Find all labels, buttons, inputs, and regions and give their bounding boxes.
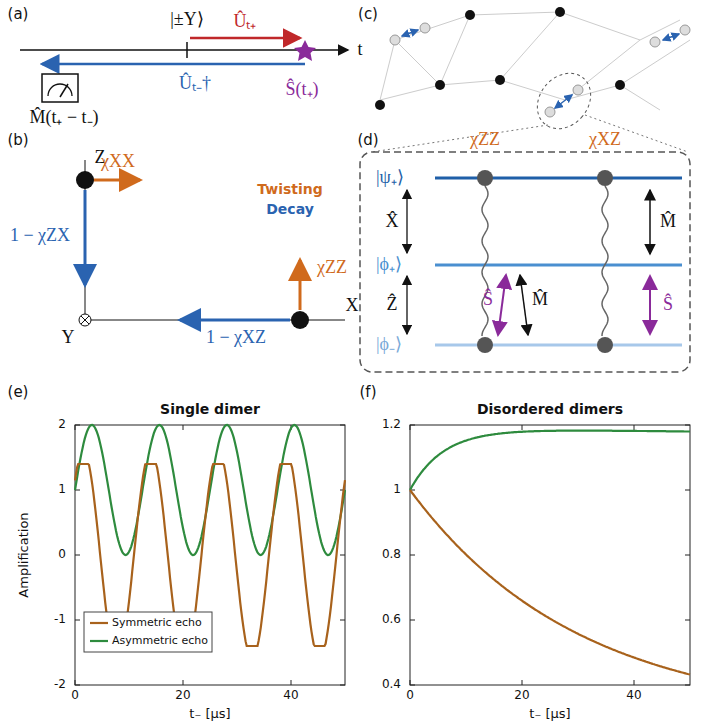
operator-label: Ŝ [663, 295, 673, 315]
legend-entry: Asymmetric echo [112, 635, 208, 647]
rate-label: χXX [101, 152, 135, 172]
rate-label: 1 − χZX [10, 226, 70, 246]
operator-label: Ẑ [387, 295, 398, 315]
tick-label: -1 [54, 613, 66, 626]
axis-label: t₋ [μs] [189, 707, 230, 721]
rate-label: χZZ [317, 258, 347, 278]
level-label: |ϕ₋⟩ [376, 335, 402, 355]
tick-label: 0 [58, 548, 66, 561]
tick-label: 1.2 [382, 418, 401, 431]
state-label: |±Y⟩ [170, 10, 203, 30]
panel-label: (d) [357, 132, 378, 149]
tick-label: 1 [58, 483, 66, 496]
measurement-label: M̂(t₊ − t₋) [29, 108, 98, 128]
axis-label: t₋ [μs] [529, 707, 570, 721]
tick-label: 20 [175, 689, 190, 702]
rate-label: 1 − χXZ [206, 328, 266, 348]
operator-label: Ŝ [483, 290, 493, 310]
tick-label: 0 [406, 689, 414, 702]
panel-label: (e) [8, 384, 29, 401]
axis-label: X [346, 296, 359, 316]
operator-label: Ŝ(t₊) [286, 80, 319, 100]
tick-label: 0 [71, 689, 79, 702]
level-label: |ϕ₊⟩ [376, 255, 402, 275]
tick-label: 20 [514, 689, 529, 702]
legend-word: Twisting [257, 182, 323, 197]
operator-label: M̂ [532, 290, 548, 310]
plot-title: Disordered dimers [477, 402, 623, 417]
tick-label: 0.8 [382, 548, 401, 561]
tick-label: 40 [626, 689, 641, 702]
operator-label: M̂ [660, 212, 676, 232]
legend-entry: Symmetric echo [112, 617, 202, 629]
panel-label: (a) [8, 6, 29, 23]
operator-label: Ûₜ₊ [234, 12, 257, 32]
plot-title: Single dimer [160, 402, 260, 417]
legend-word: Decay [266, 202, 314, 217]
panel-label: (f) [360, 384, 377, 401]
tick-label: -2 [54, 678, 66, 691]
panel-label: (b) [7, 132, 28, 149]
level-label: |ψ₊⟩ [376, 168, 404, 188]
tick-label: 1 [393, 483, 401, 496]
tick-label: 40 [283, 689, 298, 702]
panel-label: (c) [358, 6, 378, 23]
tick-label: 2 [58, 418, 66, 431]
axis-label: t [357, 40, 362, 60]
column-title: χXZ [589, 130, 621, 150]
operator-label: X̂ [386, 212, 399, 232]
column-title: χZZ [470, 130, 500, 150]
tick-label: 0.4 [382, 678, 401, 691]
axis-label: Y [62, 328, 75, 348]
operator-label: Ûₜ₋† [179, 74, 211, 94]
axis-label: Amplification [17, 512, 31, 597]
tick-label: 0.6 [382, 613, 401, 626]
